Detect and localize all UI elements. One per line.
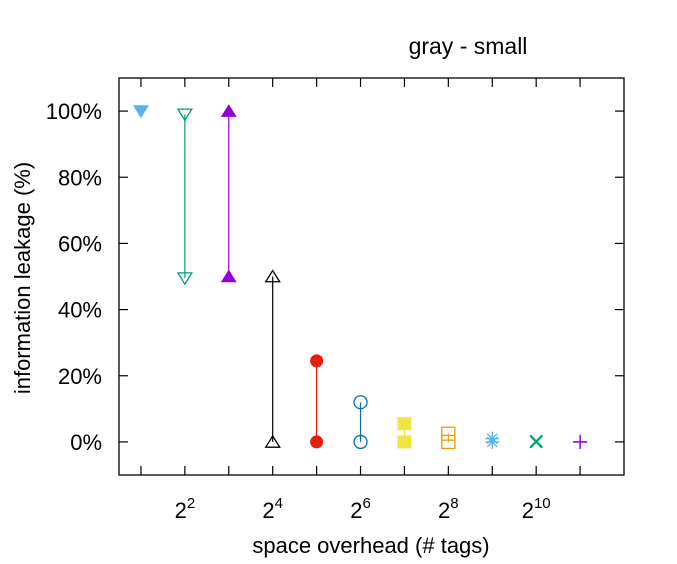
y-tick-label: 100% (46, 99, 102, 124)
open-triangle-down-marker (176, 272, 194, 286)
open-square-marker (441, 434, 456, 450)
x-tick-label: 28 (438, 495, 459, 523)
series-group (176, 108, 194, 286)
series-layer (133, 104, 588, 450)
x-tick-label: 22 (175, 495, 196, 523)
series-group (529, 434, 543, 449)
open-triangle-up-marker (264, 269, 281, 283)
series-group (310, 354, 324, 449)
open-circle-marker (353, 395, 368, 410)
chart-title: gray - small (409, 33, 528, 59)
series-group (220, 104, 237, 283)
open-circle-marker (353, 434, 368, 450)
filled-circle-marker (310, 435, 324, 449)
open-triangle-up-marker (264, 434, 281, 448)
y-tick-label: 40% (58, 298, 102, 323)
x-axis: 22 24 26 28 210 (140, 78, 581, 523)
series-group (353, 395, 368, 450)
x-tick-label: 210 (522, 495, 551, 523)
star-marker (485, 431, 500, 446)
y-axis: 0% 20% 40% 60% 80% 100% (46, 99, 624, 455)
series-group (397, 417, 412, 449)
y-tick-label: 80% (58, 165, 102, 190)
series-group (485, 431, 500, 449)
open-square-marker (441, 426, 456, 441)
series-group (264, 269, 281, 448)
filled-triangle-down-marker (133, 105, 149, 118)
y-tick-label: 20% (58, 364, 102, 389)
filled-square-marker (397, 435, 412, 449)
open-triangle-down-marker (176, 108, 194, 122)
filled-square-marker (397, 417, 412, 431)
filled-circle-marker (310, 354, 324, 368)
plus-marker (573, 434, 588, 449)
x-tick-label: 24 (262, 495, 283, 523)
filled-triangle-up-marker (220, 269, 237, 283)
x-tick-label: 26 (350, 495, 371, 523)
cross-marker (529, 434, 543, 448)
y-tick-label: 60% (58, 231, 102, 256)
series-group (573, 434, 588, 449)
series-group (133, 105, 149, 118)
x-axis-label: space overhead (# tags) (252, 533, 489, 558)
filled-triangle-up-marker (220, 104, 237, 117)
series-group (441, 426, 456, 450)
y-axis-label: information leakage (%) (10, 162, 35, 394)
y-tick-label: 0% (70, 430, 102, 455)
plot-frame (118, 77, 625, 476)
